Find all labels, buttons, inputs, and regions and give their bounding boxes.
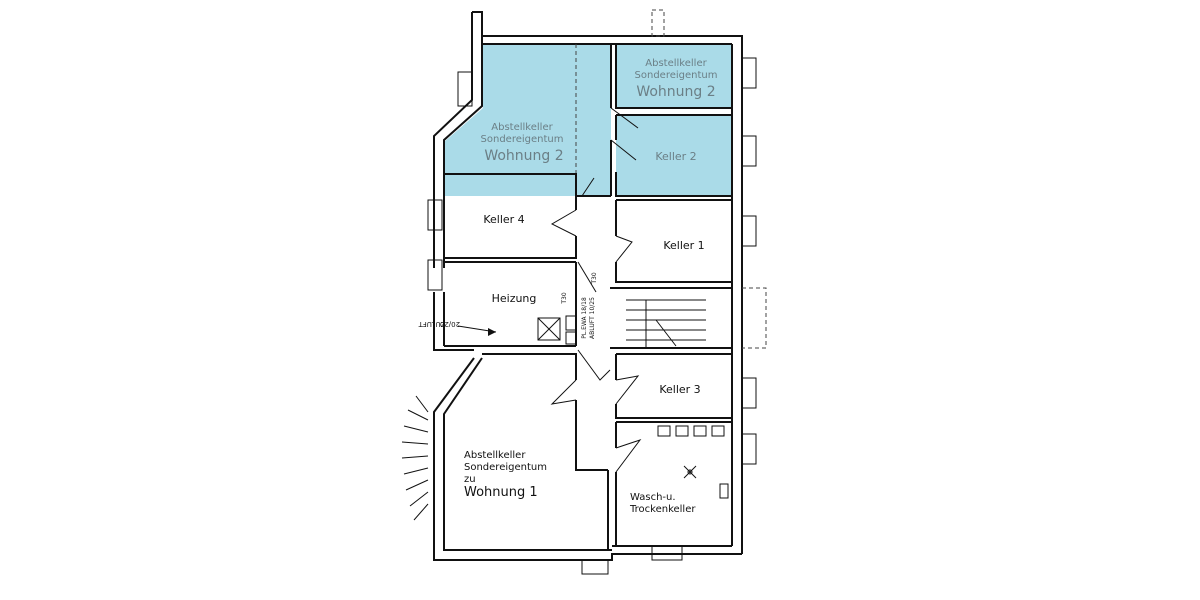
- label-zuluft: ZULUFT: [418, 320, 445, 328]
- label-abstell-bottom-3: zu: [464, 474, 476, 485]
- label-t30-a: T30: [591, 272, 598, 284]
- outer-walls: [433, 11, 743, 561]
- label-abstell-tl-2: Sondereigentum: [481, 134, 564, 145]
- label-abstell-tr-2: Sondereigentum: [635, 70, 718, 81]
- interior-walls: [443, 44, 732, 550]
- window-niches: [427, 9, 767, 575]
- label-abstell-tr-1: Abstellkeller: [645, 58, 707, 69]
- label-abstell-tl-1: Abstellkeller: [491, 122, 553, 133]
- highlight-abstell-left: [444, 44, 611, 196]
- highlight-abstell-right: [616, 44, 732, 108]
- highlight-areas: [444, 44, 732, 196]
- laundry-fixtures: [657, 425, 729, 499]
- label-t30-b: T30: [561, 292, 568, 304]
- light-well-rays: [401, 395, 429, 521]
- label-zuluft-size: 20/20: [440, 320, 460, 328]
- label-abstell-bottom-2: Sondereigentum: [464, 462, 547, 473]
- label-wasch-2: Trockenkeller: [629, 504, 696, 515]
- label-pl-ewa: PL.EWA 18/18: [581, 297, 588, 339]
- label-wasch-1: Wasch-u.: [630, 492, 676, 503]
- label-abstell-tl-3: Wohnung 2: [484, 148, 563, 164]
- label-abstell-bottom-1: Abstellkeller: [464, 450, 526, 461]
- label-heizung: Heizung: [492, 292, 537, 305]
- zuluft-arrow: [457, 325, 497, 336]
- label-abstell-bottom-4: Wohnung 1: [464, 485, 538, 500]
- label-keller4: Keller 4: [483, 213, 524, 226]
- label-keller1: Keller 1: [663, 239, 704, 252]
- label-abstell-tr-3: Wohnung 2: [636, 84, 715, 100]
- label-keller2: Keller 2: [655, 150, 696, 163]
- label-abluft: ABLUFT 10/25: [589, 297, 596, 339]
- highlight-keller2: [616, 115, 732, 196]
- label-keller3: Keller 3: [659, 383, 700, 396]
- doors: [550, 107, 642, 473]
